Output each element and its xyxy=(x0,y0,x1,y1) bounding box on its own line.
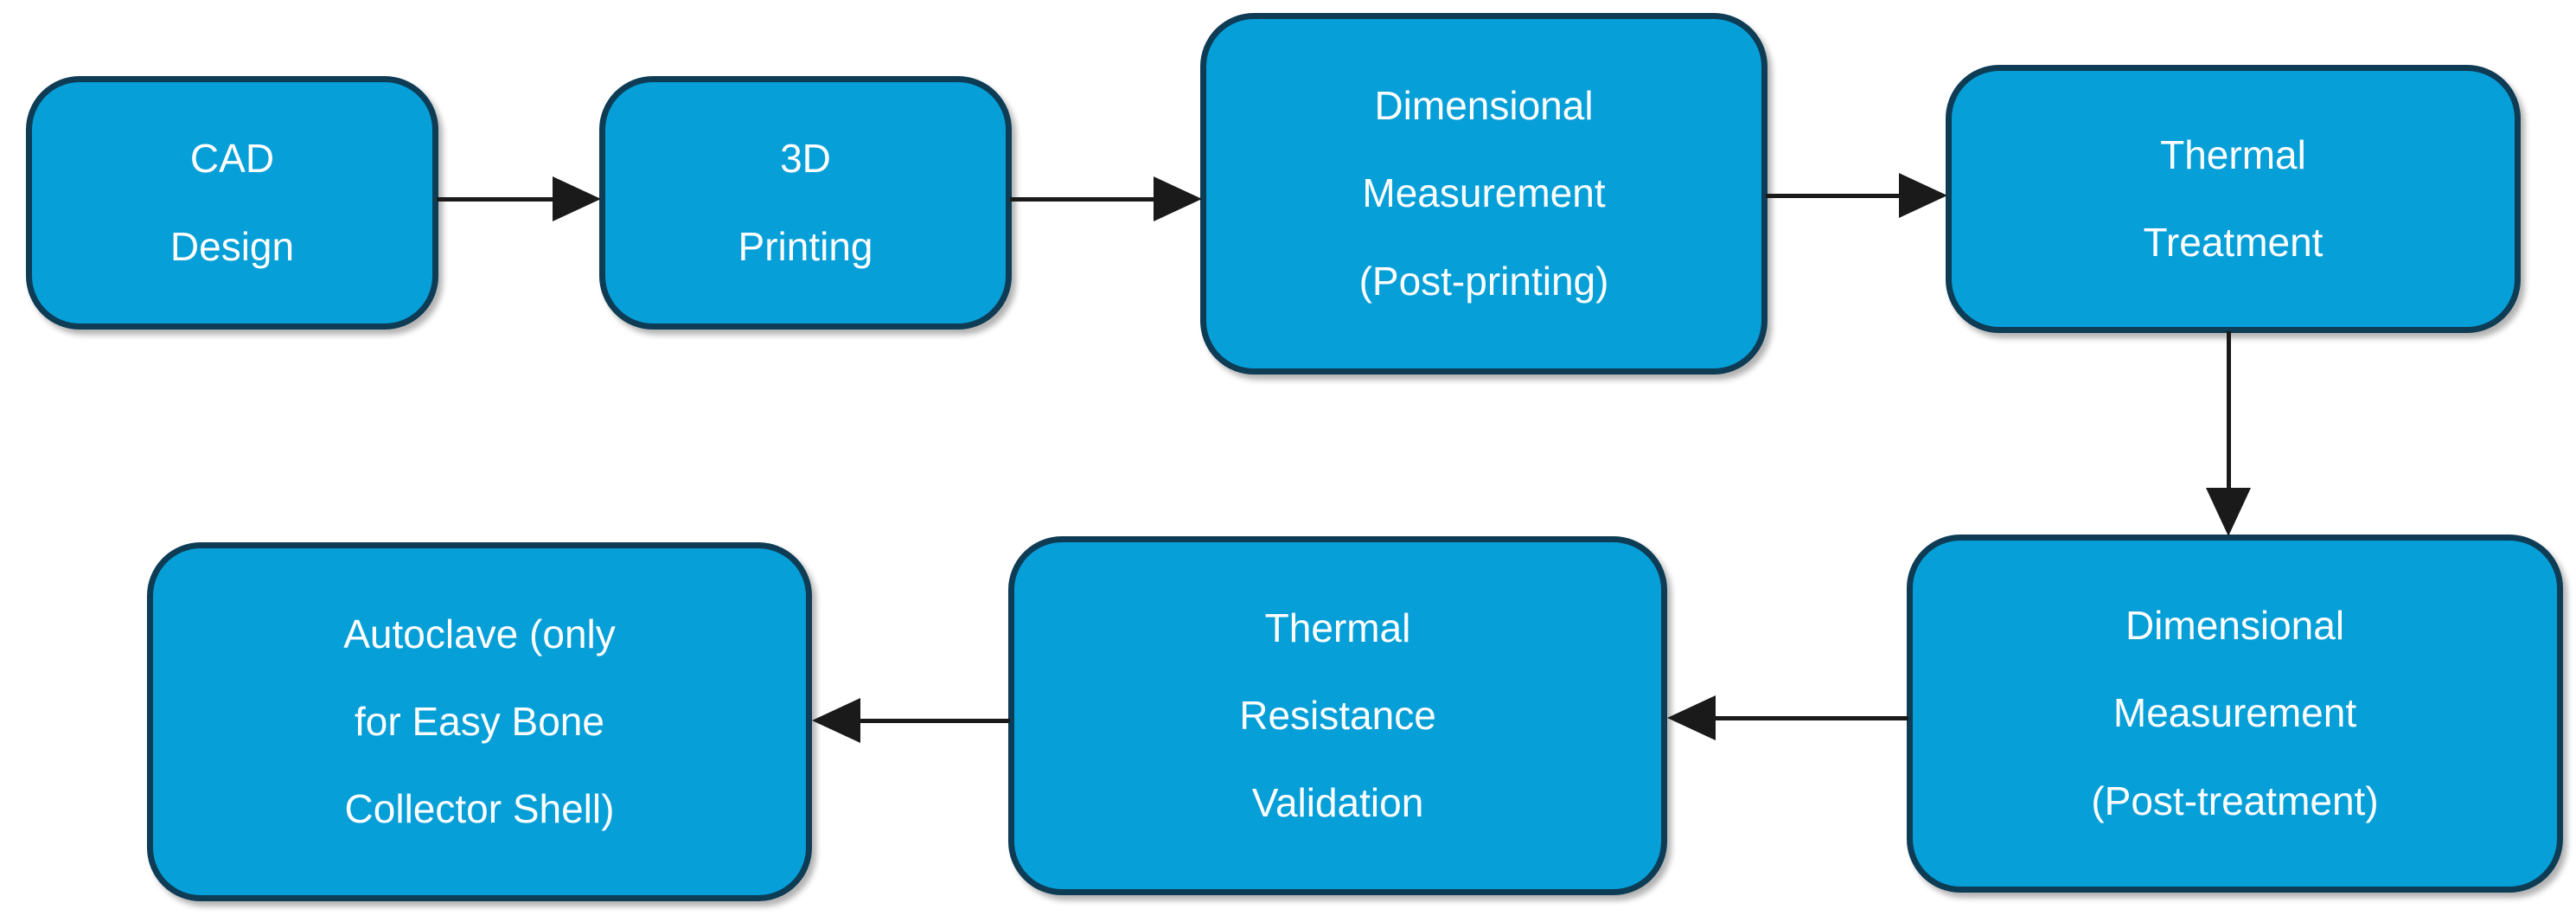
arrowhead-right-icon xyxy=(1154,176,1202,221)
node-thermal-resistance-validation: Thermal Resistance Validation xyxy=(1008,536,1667,895)
arrowhead-left-icon xyxy=(812,698,860,743)
node-cad-design: CAD Design xyxy=(26,76,438,330)
node-autoclave-shell: Autoclave (only for Easy Bone Collector … xyxy=(147,542,812,901)
arrow-3d-printing-to-dim-measurement-post-printing xyxy=(1010,197,1154,202)
node-3d-printing: 3D Printing xyxy=(599,76,1012,330)
arrowhead-left-icon xyxy=(1667,695,1716,740)
node-dimensional-measurement-post-treatment: Dimensional Measurement (Post-treatment) xyxy=(1907,535,2563,893)
arrow-dim-measurement-post-printing-to-thermal-treatment xyxy=(1766,194,1899,198)
arrow-dim-measurement-post-treatment-to-thermal-resistance-validation xyxy=(1716,716,1908,720)
arrowhead-right-icon xyxy=(553,176,601,221)
node-dimensional-measurement-post-printing: Dimensional Measurement (Post-printing) xyxy=(1200,13,1767,375)
arrow-cad-design-to-3d-printing xyxy=(437,197,554,202)
arrow-thermal-treatment-to-dim-measurement-post-treatment xyxy=(2227,331,2231,489)
arrow-thermal-resistance-validation-to-autoclave xyxy=(860,719,1010,723)
arrowhead-right-icon xyxy=(1899,173,1947,218)
arrowhead-down-icon xyxy=(2206,488,2251,536)
node-thermal-treatment: Thermal Treatment xyxy=(1946,65,2521,333)
